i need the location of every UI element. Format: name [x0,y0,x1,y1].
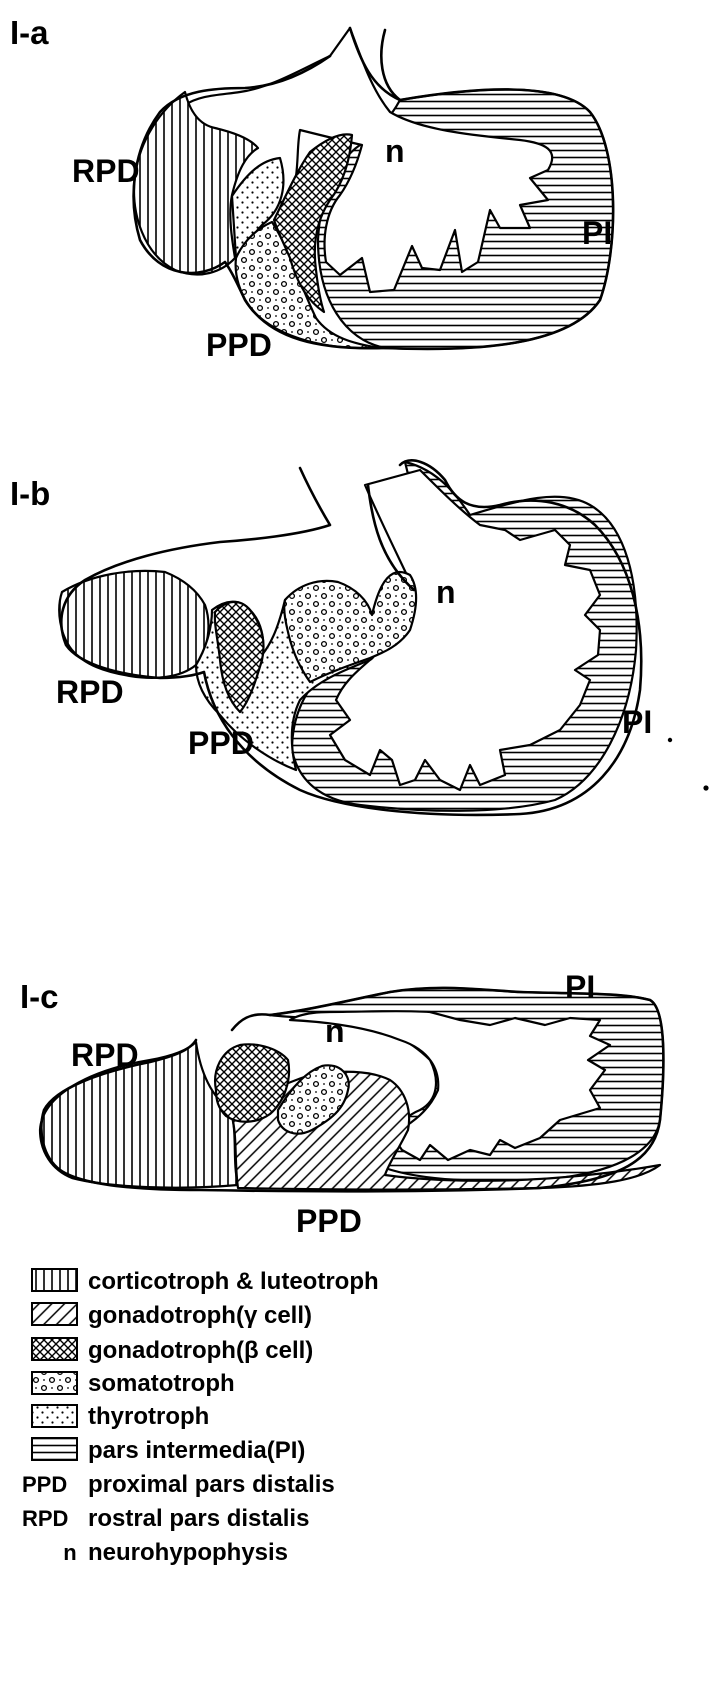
legend-item-gonadotroph-beta: gonadotroph(β cell) [32,1337,313,1364]
legend-label: gonadotroph(β cell) [88,1337,313,1364]
panel-id-i-c: I-c [20,978,59,1015]
legend-abbr: PPD [22,1472,67,1497]
label-rpd: RPD [71,1037,139,1073]
legend-label: gonadotroph(γ cell) [88,1302,312,1329]
legend-label: somatotroph [88,1370,235,1397]
label-ppd: PPD [206,327,272,363]
panel-id-i-b: I-b [10,475,50,512]
label-n: n [325,1013,345,1049]
panel-id-i-a: I-a [10,14,49,51]
legend-abbr-rpd: RPD rostral pars distalis [22,1505,309,1532]
label-ppd: PPD [296,1203,362,1239]
legend-label: proximal pars distalis [88,1471,335,1498]
legend-label: pars intermedia(PI) [88,1437,305,1464]
legend-item-somatotroph: somatotroph [32,1370,235,1397]
swatch-crosshatch [32,1338,77,1360]
swatch-vertical-lines [32,1269,77,1291]
speck [703,785,708,790]
swatch-small-circles [32,1372,77,1394]
label-pi: PI [565,969,595,1005]
legend-item-thyrotroph: thyrotroph [32,1403,209,1430]
panel-i-c: I-c RPD n PI PPD [20,969,663,1239]
legend: corticotroph & luteotroph gonadotroph(γ … [22,1268,379,1566]
swatch-dots [32,1405,77,1427]
label-rpd: RPD [56,674,124,710]
legend-abbr: n [63,1540,76,1565]
label-pi: PI [582,215,612,251]
speck [668,738,672,742]
label-n: n [436,574,456,610]
label-n: n [385,133,405,169]
legend-item-corticotroph: corticotroph & luteotroph [32,1268,379,1295]
legend-item-gonadotroph-gamma: gonadotroph(γ cell) [32,1302,312,1329]
label-pi: PI [622,704,652,740]
legend-abbr-ppd: PPD proximal pars distalis [22,1471,335,1498]
legend-abbr: RPD [22,1506,68,1531]
label-ppd: PPD [188,725,254,761]
legend-abbr-n: n neurohypophysis [63,1539,288,1566]
legend-item-pars-intermedia: pars intermedia(PI) [32,1437,305,1464]
legend-label: corticotroph & luteotroph [88,1268,379,1295]
panel-i-a: I-a RPD n PI PPD [10,14,613,363]
legend-label: thyrotroph [88,1403,209,1430]
panel-i-b: I-b RPD n PI PPD [10,460,709,814]
swatch-diagonal-lines [32,1303,77,1325]
region-rpd [59,571,208,678]
swatch-horizontal-lines [32,1438,77,1460]
stalk-line [232,1014,270,1030]
label-rpd: RPD [72,153,140,189]
legend-label: neurohypophysis [88,1539,288,1566]
legend-label: rostral pars distalis [88,1505,309,1532]
